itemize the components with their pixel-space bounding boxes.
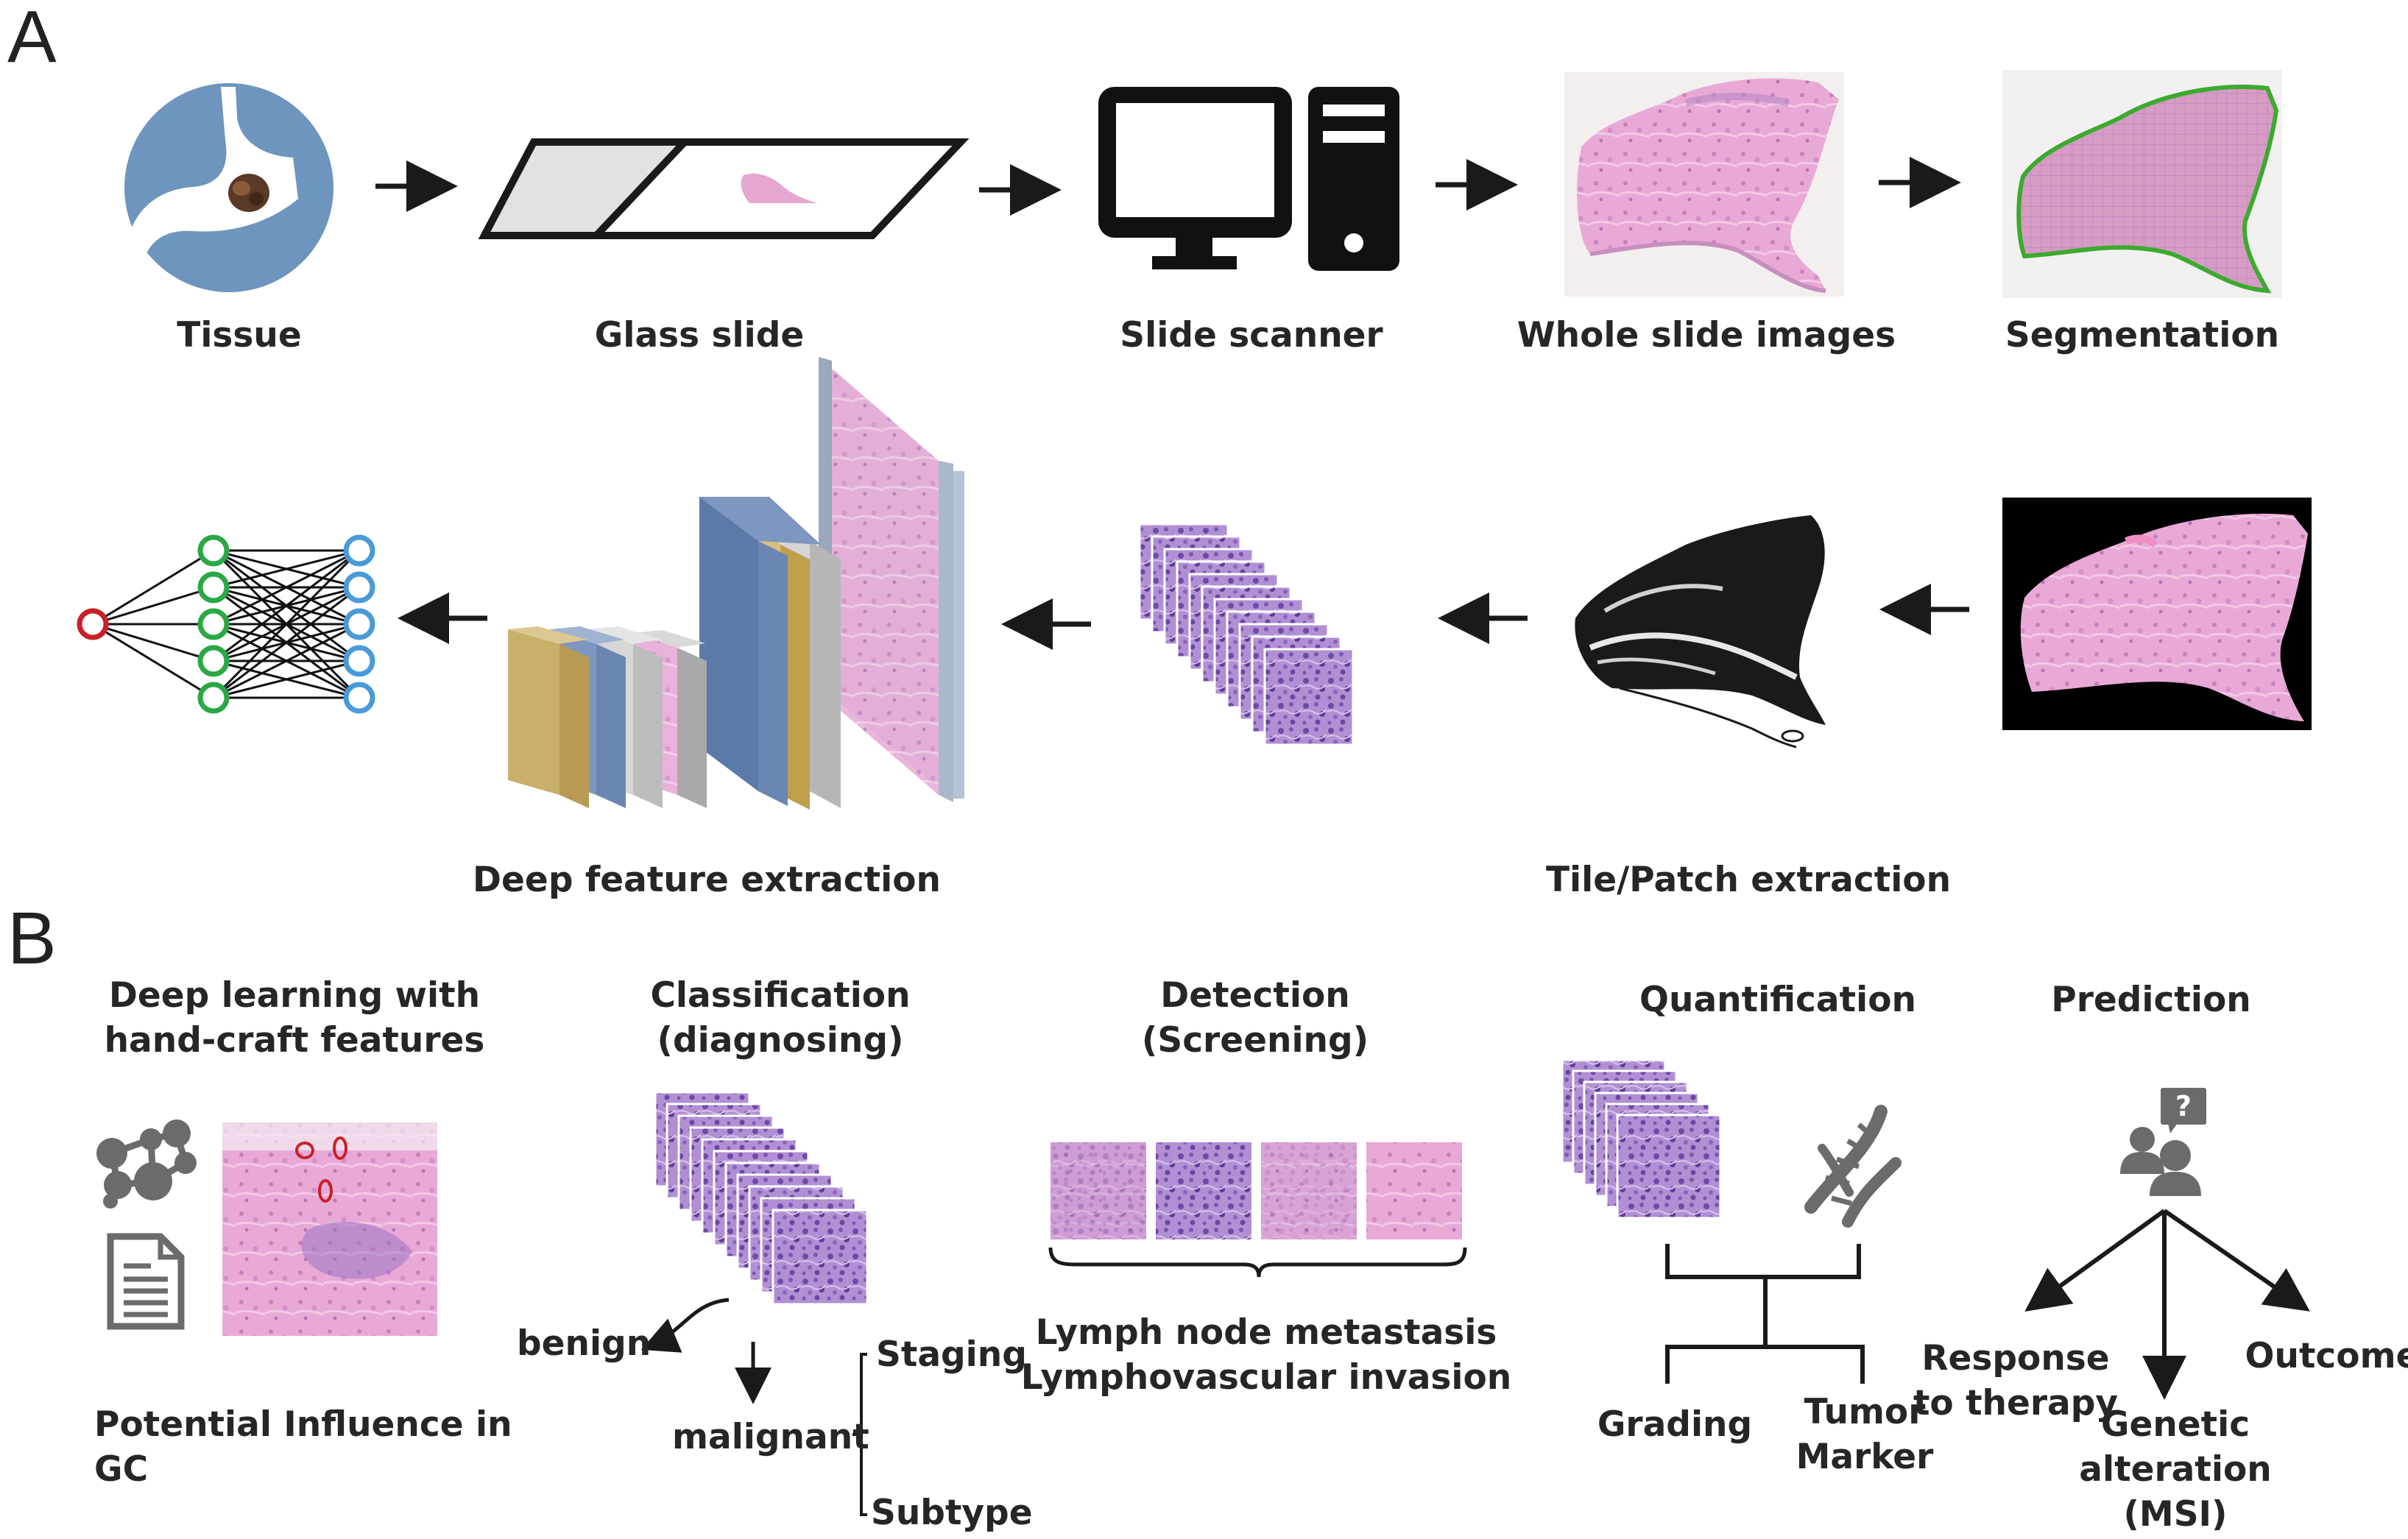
nn-output-node bbox=[343, 534, 375, 567]
label-prediction: Prediction bbox=[2051, 980, 2251, 1020]
potential-line-1: Potential Influence in bbox=[94, 1404, 512, 1445]
genetic-line-3: (MSI) bbox=[2123, 1494, 2228, 1535]
lymphovascular-line: Lymphovascular invasion bbox=[1020, 1357, 1512, 1398]
panel-label-b: B bbox=[7, 897, 57, 980]
panel-label-a: A bbox=[7, 0, 57, 78]
nn-edge bbox=[213, 623, 360, 699]
label-slide-scanner: Slide scanner bbox=[1120, 315, 1383, 355]
response-line-2: to therapy bbox=[1913, 1383, 2119, 1424]
tumor-line-2: Marker bbox=[1796, 1437, 1934, 1478]
document-icon bbox=[107, 1233, 185, 1330]
label-tumor-marker: Tumor Marker bbox=[1796, 1390, 1934, 1479]
prediction-arrows bbox=[2024, 1209, 2310, 1400]
potential-line-2: GC bbox=[94, 1449, 149, 1490]
nn-edge bbox=[213, 659, 360, 699]
deep-learning-line-1: Deep learning with bbox=[108, 975, 481, 1016]
label-deep-feature-extraction: Deep feature extraction bbox=[473, 860, 941, 900]
nn-edge bbox=[92, 586, 214, 626]
label-whole-slide-images: Whole slide images bbox=[1517, 315, 1896, 355]
genetic-line-2: alteration bbox=[2079, 1449, 2272, 1490]
label-quantification: Quantification bbox=[1639, 980, 1916, 1020]
he-tile bbox=[772, 1209, 869, 1306]
label-subtype: Subtype bbox=[871, 1493, 1033, 1533]
detection-line-2: (Screening) bbox=[1141, 1020, 1369, 1061]
nn-edge bbox=[213, 549, 360, 662]
label-staging: Staging bbox=[876, 1334, 1027, 1375]
label-genetic-alteration: Genetic alteration (MSI) bbox=[2079, 1402, 2271, 1537]
label-segmentation: Segmentation bbox=[2005, 315, 2280, 355]
slide-scanner-computer-icon bbox=[1098, 87, 1399, 271]
classification-line-1: Classification bbox=[650, 975, 911, 1016]
dna-helix-icon bbox=[1804, 1105, 1902, 1228]
nn-input-node bbox=[77, 608, 109, 640]
annotated-tissue-image bbox=[222, 1122, 437, 1336]
label-grading: Grading bbox=[1597, 1404, 1753, 1445]
nn-output-node bbox=[343, 645, 375, 677]
nn-hidden-node bbox=[197, 571, 230, 604]
label-detection-targets: Lymph node metastasis Lymphovascular inv… bbox=[1021, 1310, 1512, 1400]
label-tissue: Tissue bbox=[177, 315, 302, 355]
tile-patch-stack bbox=[1138, 523, 1355, 746]
label-classification: Classification (diagnosing) bbox=[650, 973, 910, 1063]
segmentation-image bbox=[2002, 70, 2282, 298]
nn-edge bbox=[213, 586, 360, 699]
neural-network-diagram bbox=[77, 534, 375, 714]
nn-hidden-node bbox=[197, 608, 230, 640]
he-tile bbox=[1263, 648, 1355, 746]
response-line-1: Response bbox=[1921, 1338, 2110, 1379]
nn-hidden-node bbox=[197, 645, 230, 677]
genetic-line-1: Genetic bbox=[2100, 1404, 2250, 1445]
quantification-tile-stack bbox=[1561, 1058, 1722, 1220]
masked-whole-slide-image bbox=[2002, 498, 2312, 730]
nn-edge bbox=[92, 549, 214, 626]
nn-edge bbox=[92, 623, 214, 662]
nn-edge bbox=[213, 549, 360, 589]
label-response-to-therapy: Response to therapy bbox=[1913, 1336, 2118, 1426]
lymph-node-line: Lymph node metastasis bbox=[1035, 1312, 1497, 1353]
stomach-tissue-icon bbox=[124, 83, 333, 292]
molecular-network-icon bbox=[96, 1119, 197, 1209]
label-malignant: malignant bbox=[672, 1417, 869, 1457]
label-deep-learning: Deep learning with hand-craft features bbox=[105, 973, 485, 1063]
classification-tile-stack bbox=[654, 1091, 869, 1306]
label-potential-influence: Potential Influence in GC bbox=[94, 1402, 512, 1492]
question-people-icon: ? bbox=[2120, 1088, 2206, 1196]
label-glass-slide: Glass slide bbox=[594, 315, 805, 355]
label-benign: benign bbox=[517, 1323, 652, 1364]
nn-output-node bbox=[343, 571, 375, 604]
nn-output-node bbox=[343, 608, 375, 640]
label-detection: Detection (Screening) bbox=[1142, 973, 1369, 1063]
nn-edge bbox=[92, 623, 214, 699]
detection-line-1: Detection bbox=[1160, 975, 1350, 1016]
classification-arrows bbox=[640, 1298, 867, 1516]
label-tile-patch-extraction: Tile/Patch extraction bbox=[1545, 860, 1952, 900]
he-tile bbox=[1616, 1114, 1722, 1220]
detection-tile-row bbox=[1048, 1142, 1467, 1278]
nn-edge bbox=[213, 549, 360, 626]
deep-learning-line-2: hand-craft features bbox=[104, 1020, 485, 1061]
whole-slide-image bbox=[1564, 72, 1844, 297]
cnn-feature-layers-icon bbox=[508, 357, 964, 810]
glass-slide-icon bbox=[478, 138, 970, 239]
tumor-line-1: Tumor bbox=[1804, 1392, 1926, 1432]
nn-hidden-node bbox=[197, 534, 230, 567]
nn-edge bbox=[212, 549, 361, 699]
question-mark-text: ? bbox=[2175, 1090, 2192, 1122]
quantification-tree bbox=[1665, 1244, 1865, 1384]
binary-mask-image bbox=[1575, 515, 1826, 749]
nn-output-node bbox=[343, 682, 375, 714]
nn-hidden-node bbox=[197, 682, 230, 714]
classification-line-2: (diagnosing) bbox=[657, 1020, 904, 1061]
label-outcome: Outcome bbox=[2245, 1336, 2408, 1376]
